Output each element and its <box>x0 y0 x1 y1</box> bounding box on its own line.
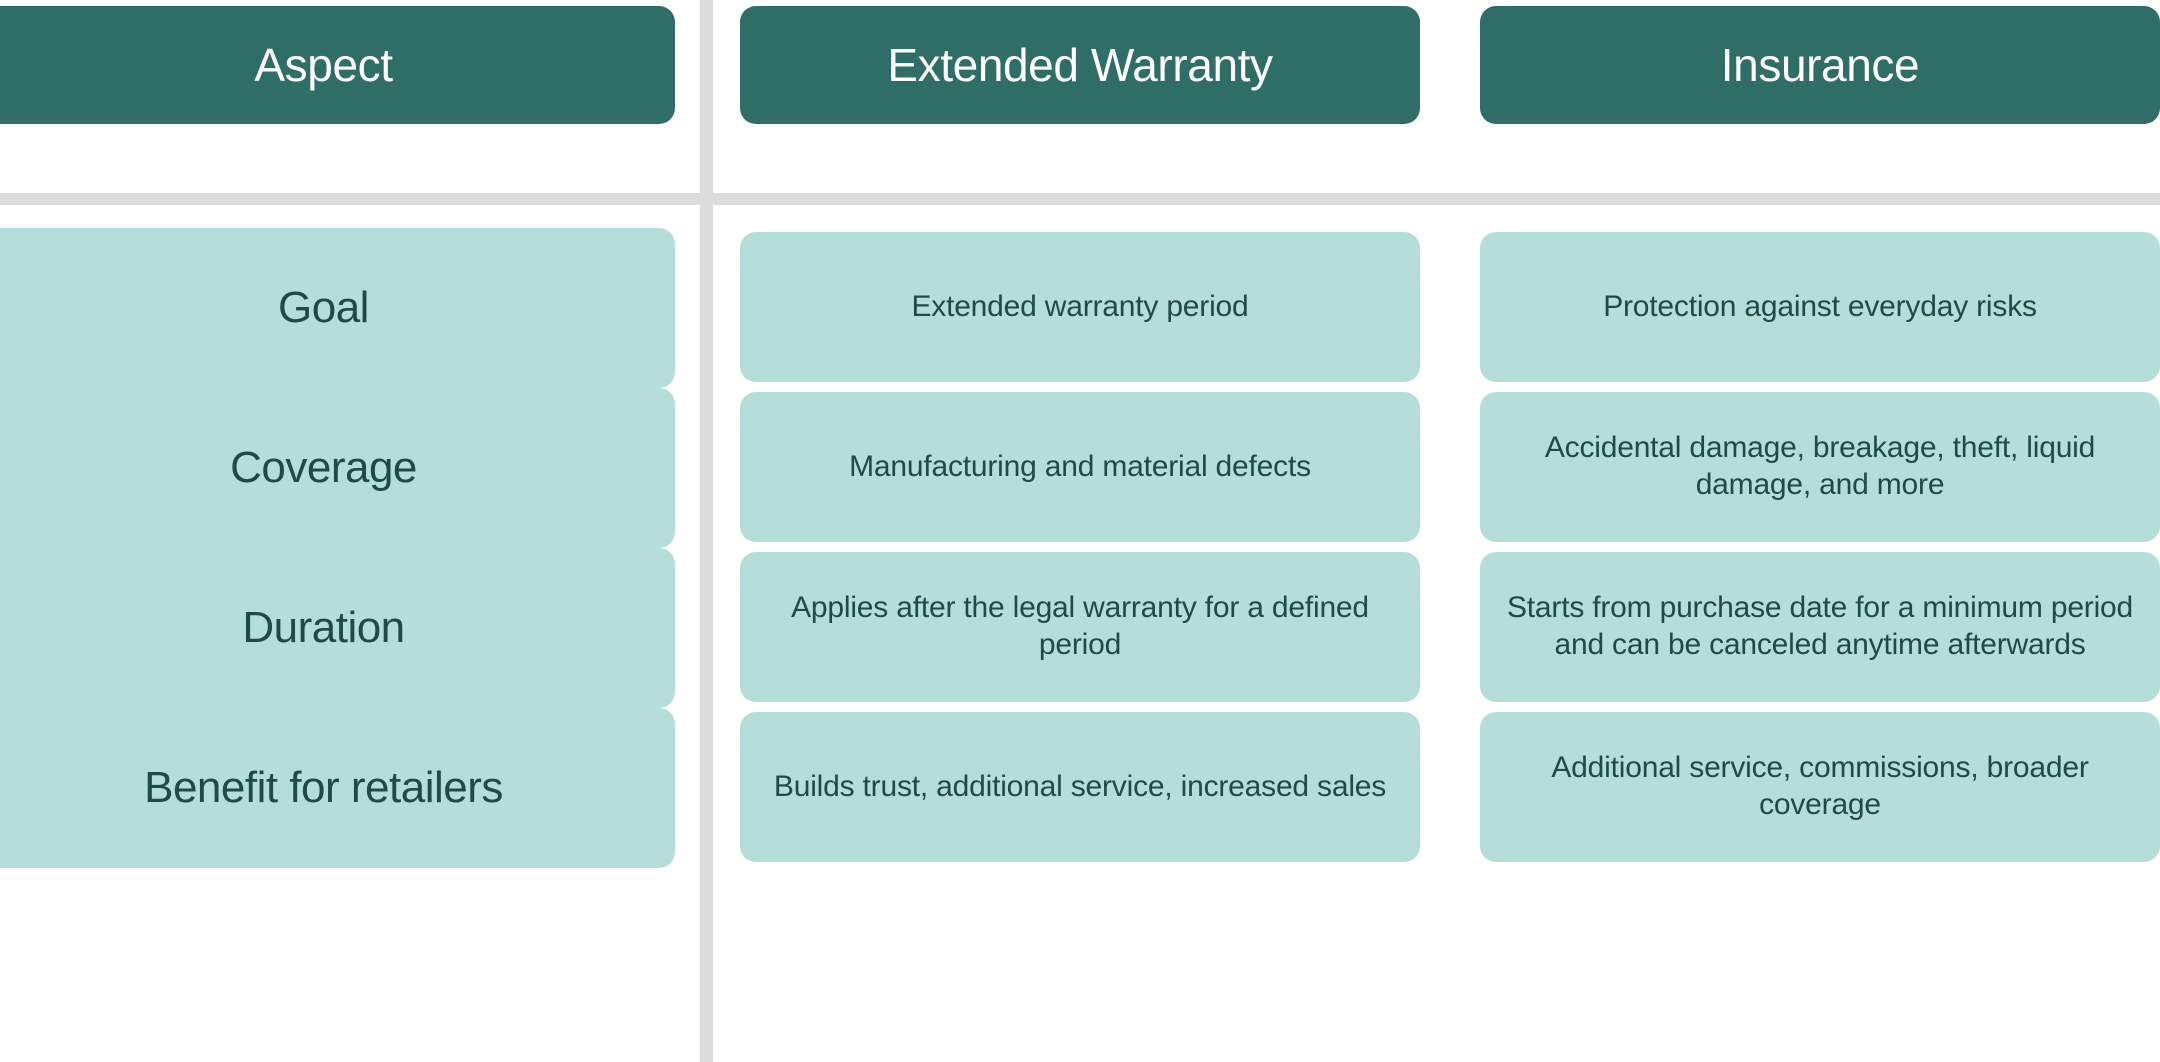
cell-text: Goal <box>278 283 369 333</box>
table-cell-aspect-benefit[interactable]: Benefit for retailers <box>0 708 675 868</box>
cell-text: Manufacturing and material defects <box>849 449 1311 483</box>
cell-text: Additional service, commissions, broader… <box>1551 751 2089 821</box>
header-body-divider <box>0 193 2160 205</box>
column-header-extended-warranty[interactable]: Extended Warranty <box>740 6 1420 124</box>
table-cell-extended-warranty-duration[interactable]: Applies after the legal warranty for a d… <box>740 552 1420 702</box>
cell-text: Extended warranty period <box>911 289 1249 323</box>
column-aspect: Aspect Goal Coverage Duration Benefit fo… <box>0 0 675 1062</box>
column-divider <box>700 0 713 1062</box>
table-cell-extended-warranty-benefit[interactable]: Builds trust, additional service, increa… <box>740 712 1420 862</box>
cell-text: Applies after the legal warranty for a d… <box>791 591 1369 661</box>
column-header-label: Insurance <box>1720 38 1920 91</box>
cell-text: Accidental damage, breakage, theft, liqu… <box>1544 431 2096 501</box>
cell-text: Benefit for retailers <box>144 763 503 813</box>
column-insurance: Insurance Protection against everyday ri… <box>1480 0 2160 1062</box>
cell-text: Protection against everyday risks <box>1603 289 2037 323</box>
table-cell-insurance-coverage[interactable]: Accidental damage, breakage, theft, liqu… <box>1480 392 2160 542</box>
table-cell-extended-warranty-coverage[interactable]: Manufacturing and material defects <box>740 392 1420 542</box>
cell-text: Builds trust, additional service, increa… <box>773 769 1387 803</box>
column-header-label: Extended Warranty <box>887 38 1273 91</box>
cell-text: Starts from purchase date for a minimum … <box>1506 591 2134 661</box>
table-cell-aspect-coverage[interactable]: Coverage <box>0 388 675 548</box>
table-cell-aspect-duration[interactable]: Duration <box>0 548 675 708</box>
table-cell-insurance-benefit[interactable]: Additional service, commissions, broader… <box>1480 712 2160 862</box>
table-cell-extended-warranty-goal[interactable]: Extended warranty period <box>740 232 1420 382</box>
cell-text: Duration <box>242 603 405 653</box>
table-cell-insurance-duration[interactable]: Starts from purchase date for a minimum … <box>1480 552 2160 702</box>
column-header-insurance[interactable]: Insurance <box>1480 6 2160 124</box>
column-header-aspect[interactable]: Aspect <box>0 6 675 124</box>
table-cell-aspect-goal[interactable]: Goal <box>0 228 675 388</box>
cell-text: Coverage <box>230 443 417 493</box>
column-header-label: Aspect <box>254 38 393 91</box>
table-cell-insurance-goal[interactable]: Protection against everyday risks <box>1480 232 2160 382</box>
column-extended-warranty: Extended Warranty Extended warranty peri… <box>740 0 1420 1062</box>
